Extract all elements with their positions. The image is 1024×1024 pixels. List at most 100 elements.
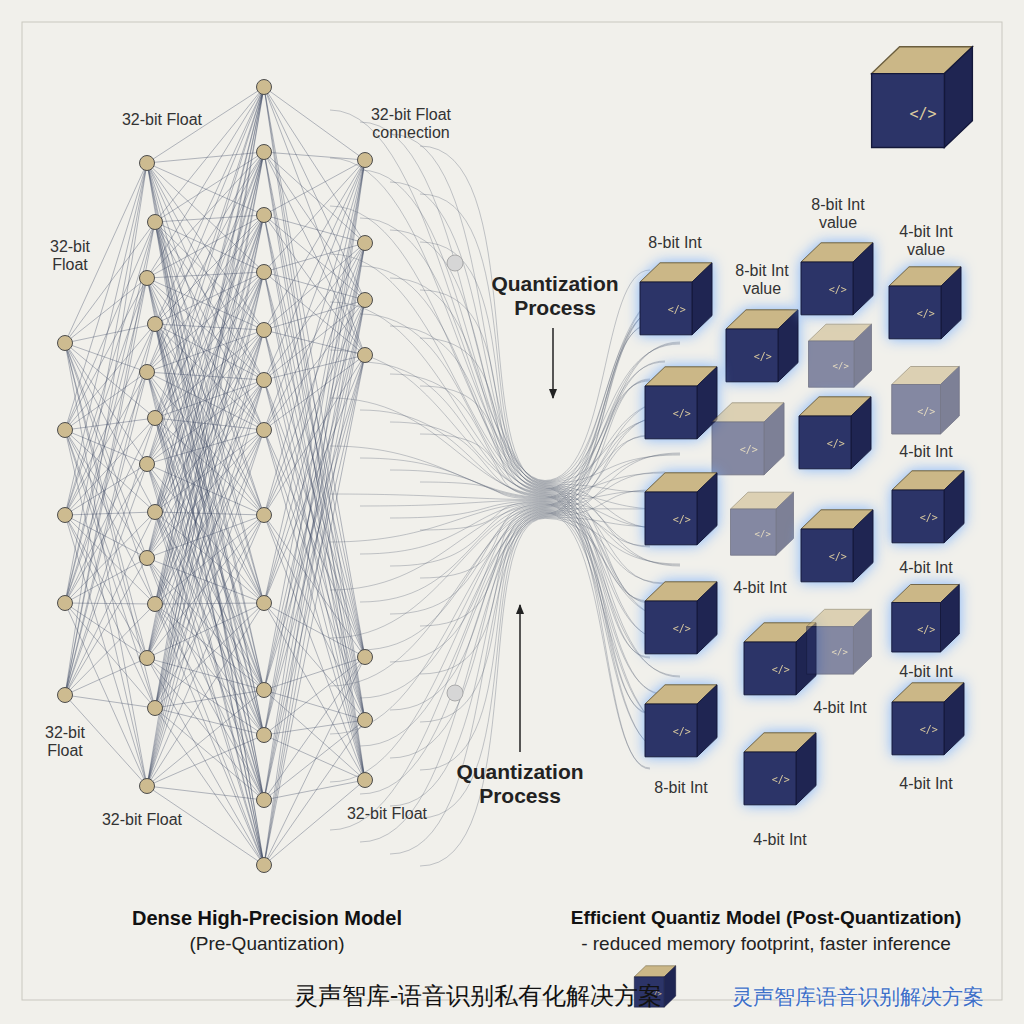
code-symbol: </> bbox=[821, 551, 855, 562]
code-cube: </> bbox=[866, 40, 978, 152]
weight-line bbox=[264, 780, 365, 865]
weight-line bbox=[147, 515, 264, 658]
weight-line bbox=[65, 343, 155, 708]
code-symbol: </> bbox=[911, 406, 943, 417]
neuron bbox=[257, 265, 272, 280]
flow-curve bbox=[420, 504, 650, 713]
code-symbol: </> bbox=[911, 624, 943, 635]
weight-line bbox=[65, 222, 155, 695]
weight-line bbox=[65, 512, 155, 515]
neuron bbox=[58, 688, 73, 703]
code-cube: </> bbox=[641, 680, 721, 760]
neuron bbox=[140, 651, 155, 666]
neuron bbox=[257, 80, 272, 95]
weight-line bbox=[65, 604, 155, 695]
flow-curve bbox=[420, 290, 650, 490]
weight-line bbox=[147, 215, 264, 464]
cube-side bbox=[941, 585, 960, 653]
weight-line bbox=[264, 243, 365, 515]
cube-side bbox=[941, 367, 960, 435]
code-cube: </> bbox=[797, 238, 877, 318]
neuron bbox=[358, 153, 373, 168]
annotation-label: Quantization Process bbox=[480, 272, 630, 320]
weight-line bbox=[155, 87, 264, 418]
weight-line bbox=[147, 87, 264, 786]
weight-line bbox=[264, 243, 365, 735]
weight-line bbox=[147, 152, 264, 786]
code-symbol: </> bbox=[665, 514, 699, 525]
weight-line bbox=[264, 355, 365, 515]
weight-line bbox=[155, 603, 264, 604]
code-cube: </> bbox=[795, 392, 875, 472]
weight-line bbox=[155, 152, 264, 708]
cube-side bbox=[697, 582, 717, 654]
watermark-text: 灵声智库-语音识别私有化解决方案 bbox=[258, 983, 698, 1011]
flow-curve bbox=[390, 518, 680, 854]
flow-curve bbox=[330, 342, 680, 782]
neuron bbox=[257, 858, 272, 873]
cube-side bbox=[851, 397, 871, 469]
annotation-label: Quantization Process bbox=[445, 760, 595, 808]
weight-line bbox=[147, 430, 264, 786]
weight-line bbox=[155, 708, 264, 865]
annotation-label: 32-bit Float bbox=[38, 238, 102, 275]
code-cube: </> bbox=[797, 505, 877, 585]
weight-line bbox=[147, 272, 264, 786]
weight-line bbox=[264, 87, 365, 657]
flow-curve bbox=[360, 122, 665, 481]
annotation-label: 4-bit Int bbox=[876, 443, 976, 461]
cube-shape bbox=[888, 580, 963, 655]
neuron bbox=[257, 683, 272, 698]
weight-line bbox=[264, 300, 365, 603]
code-symbol: </> bbox=[912, 724, 946, 735]
code-cube: </> bbox=[888, 466, 968, 546]
neuron bbox=[140, 271, 155, 286]
weight-line bbox=[65, 372, 147, 695]
cube-side bbox=[778, 310, 798, 382]
flow-curve bbox=[330, 206, 680, 566]
neuron bbox=[140, 779, 155, 794]
weight-line bbox=[147, 152, 264, 464]
cube-shape bbox=[641, 468, 721, 548]
weight-line bbox=[264, 300, 365, 800]
weight-line bbox=[155, 330, 264, 708]
weight-line bbox=[264, 87, 365, 720]
cube-side bbox=[853, 510, 873, 582]
flow-curve bbox=[420, 305, 665, 770]
faded-neuron bbox=[447, 685, 463, 701]
cube-shape bbox=[888, 466, 968, 546]
weight-line bbox=[65, 430, 147, 658]
cube-shape bbox=[795, 392, 875, 472]
weight-line bbox=[147, 380, 264, 786]
neuron bbox=[257, 373, 272, 388]
flow-curve bbox=[390, 324, 650, 614]
weight-line bbox=[65, 515, 155, 708]
code-symbol: </> bbox=[912, 512, 946, 523]
weight-line bbox=[155, 215, 264, 604]
flow-curve bbox=[360, 517, 665, 842]
weight-line bbox=[264, 300, 365, 380]
code-symbol: </> bbox=[660, 304, 694, 315]
flow-curve bbox=[420, 509, 680, 674]
weight-line bbox=[264, 355, 365, 865]
weight-line bbox=[264, 160, 365, 430]
code-symbol: </> bbox=[825, 647, 855, 657]
cube-shape bbox=[708, 398, 788, 478]
neuron bbox=[257, 793, 272, 808]
weight-line bbox=[155, 87, 264, 708]
code-cube: </> bbox=[641, 577, 721, 657]
neuron bbox=[58, 596, 73, 611]
weight-line bbox=[264, 87, 365, 160]
weight-line bbox=[264, 720, 365, 865]
neuron bbox=[358, 650, 373, 665]
flow-curve bbox=[390, 511, 680, 711]
weight-line bbox=[264, 657, 365, 865]
code-cube: </> bbox=[722, 305, 802, 385]
flow-curve bbox=[390, 416, 665, 806]
code-cube: </> bbox=[636, 258, 716, 338]
weight-line bbox=[65, 464, 147, 515]
weight-line bbox=[147, 163, 264, 865]
cube-side bbox=[941, 267, 961, 339]
neuron bbox=[140, 551, 155, 566]
